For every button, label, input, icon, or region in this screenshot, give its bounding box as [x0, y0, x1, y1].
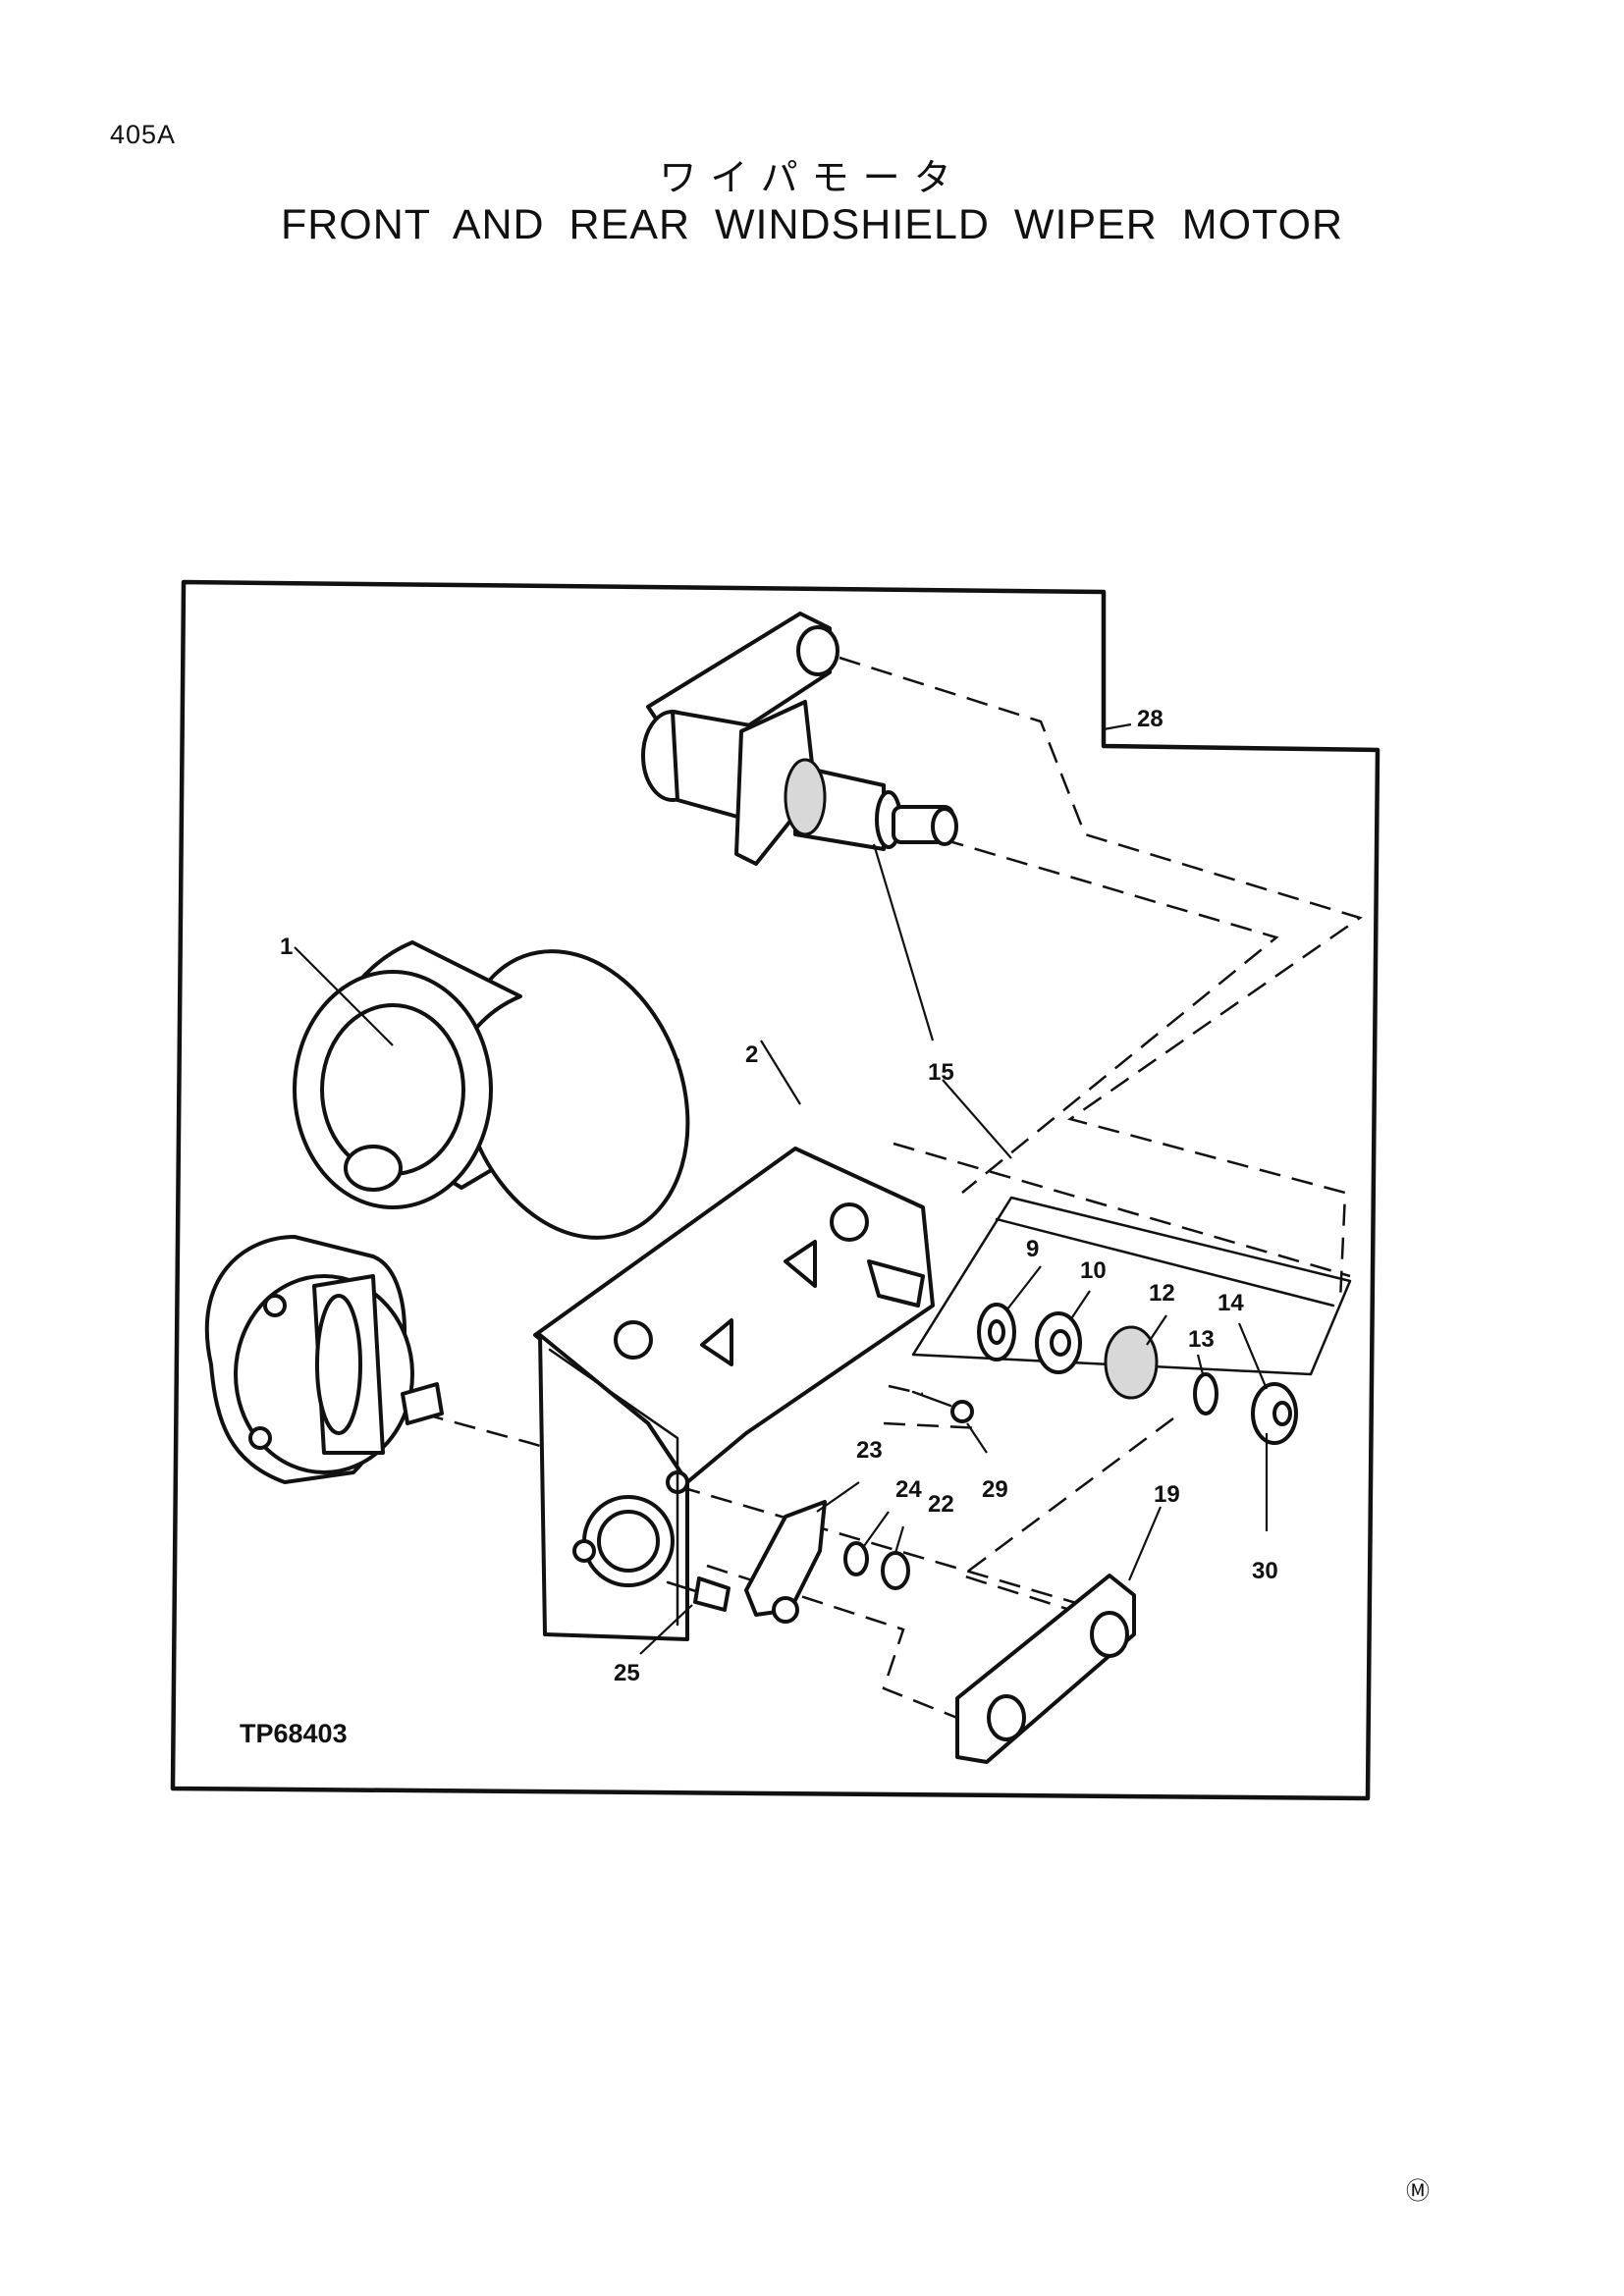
- callout-19: 19: [1154, 1481, 1180, 1508]
- page-code: 405A: [110, 120, 177, 149]
- part-9-washer: [977, 1303, 1016, 1362]
- callout-15: 15: [928, 1059, 954, 1086]
- callout-29: 29: [982, 1476, 1008, 1503]
- part-22-nut: [881, 1551, 910, 1590]
- title-english: FRONT AND REAR WINDSHIELD WIPER MOTOR: [280, 201, 1344, 248]
- callouts: 1 2 15 9 10 12 13 14 28 29 23 24 22 19 3…: [280, 706, 1278, 1686]
- callout-9: 9: [1026, 1236, 1039, 1262]
- callout-13: 13: [1188, 1326, 1215, 1353]
- washer-kit-box: [911, 1196, 1352, 1376]
- part-12-knurled-collar: [1104, 1325, 1159, 1400]
- part-14-nut: [1251, 1382, 1298, 1445]
- part-10-nut: [1035, 1311, 1082, 1374]
- callout-2: 2: [745, 1041, 758, 1068]
- assembly-dashed-lines: [421, 656, 1363, 1720]
- callout-23: 23: [856, 1437, 883, 1464]
- part-25-bolt: [666, 1576, 731, 1612]
- callout-1: 1: [280, 934, 293, 960]
- figure-id: TP68403: [240, 1719, 348, 1748]
- callout-14: 14: [1218, 1290, 1244, 1316]
- part-28-pivot-assembly: [641, 612, 958, 866]
- part-23-clamp: [744, 1500, 827, 1624]
- footer-mark: Ⓜ: [1406, 2177, 1430, 2205]
- callout-28: 28: [1137, 706, 1164, 732]
- callout-10: 10: [1080, 1257, 1107, 1284]
- part-1-wiper-motor: [204, 940, 690, 1484]
- part-19-link-plate: [955, 1574, 1136, 1764]
- callout-12: 12: [1149, 1280, 1175, 1307]
- callout-22: 22: [928, 1491, 954, 1518]
- callout-30: 30: [1252, 1558, 1278, 1584]
- part-29-screw: [911, 1390, 974, 1423]
- part-24-lock-washer: [843, 1541, 869, 1576]
- part-2-bracket: [533, 1147, 935, 1641]
- leader-lines: [294, 722, 1269, 1655]
- part-13-washer: [1193, 1372, 1218, 1415]
- title-japanese: ワイパモータ: [659, 156, 965, 199]
- callout-24: 24: [895, 1476, 922, 1503]
- callout-25: 25: [614, 1660, 640, 1686]
- diagram-frame: [170, 579, 1380, 1801]
